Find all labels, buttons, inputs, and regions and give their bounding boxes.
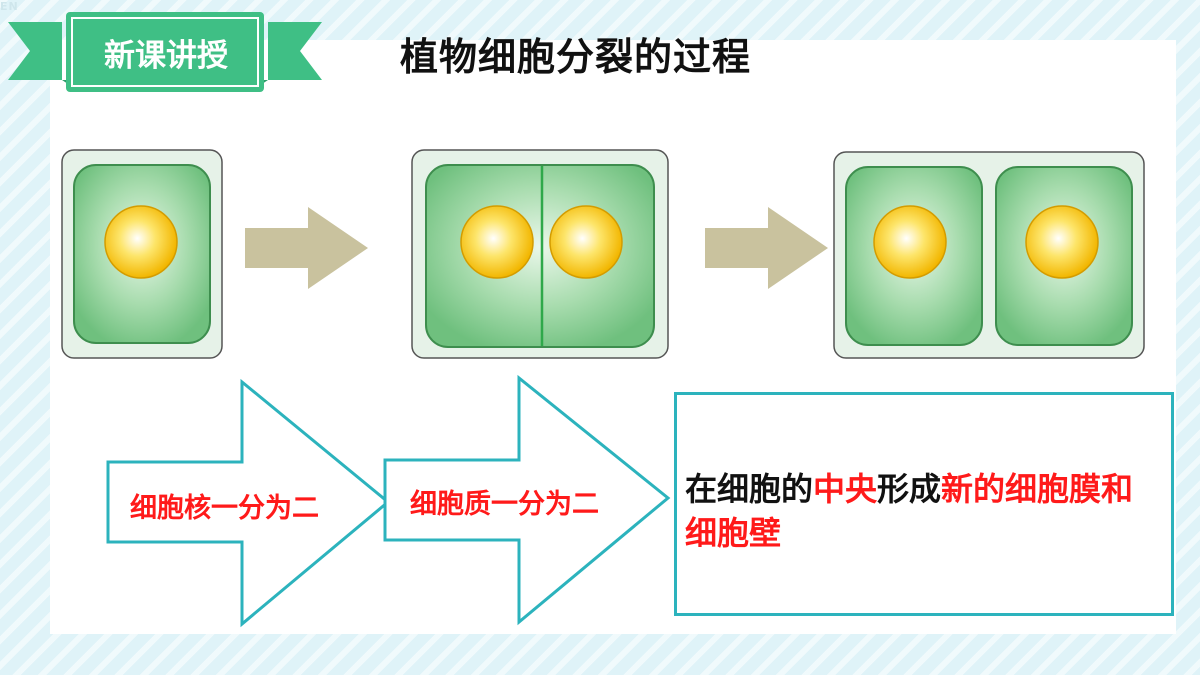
corner-mark: EN	[0, 0, 19, 13]
nucleus	[460, 205, 534, 279]
process-arrow-2	[705, 207, 828, 289]
cell-stage-1	[61, 149, 223, 359]
process-arrow-1	[245, 207, 368, 289]
step-arrow-1	[106, 378, 391, 628]
section-badge	[8, 12, 322, 92]
step-label-cytoplasm: 细胞质一分为二	[410, 489, 599, 520]
result-text: 在细胞的中央形成新的细胞膜和细胞壁	[685, 467, 1155, 555]
nucleus	[549, 205, 623, 279]
result-box: 在细胞的中央形成新的细胞膜和细胞壁	[674, 392, 1174, 616]
cell-division-diagram	[61, 149, 1145, 359]
nucleus	[104, 205, 178, 279]
nucleus	[873, 205, 947, 279]
cell-stage-2	[411, 149, 669, 359]
result-segment: 在细胞的	[685, 470, 814, 508]
step-arrows	[106, 374, 671, 628]
step-label-nucleus: 细胞核一分为二	[130, 493, 319, 524]
result-segment: 形成	[877, 470, 942, 508]
step-arrow-2	[383, 374, 671, 626]
cell-stage-3	[833, 151, 1145, 359]
result-segment-highlight: 新的细胞膜和细胞壁	[685, 470, 1134, 552]
result-segment-highlight: 中央	[813, 470, 878, 508]
badge-label: 新课讲授	[104, 38, 228, 74]
page-title: 植物细胞分裂的过程	[400, 35, 752, 79]
nucleus	[1025, 205, 1099, 279]
